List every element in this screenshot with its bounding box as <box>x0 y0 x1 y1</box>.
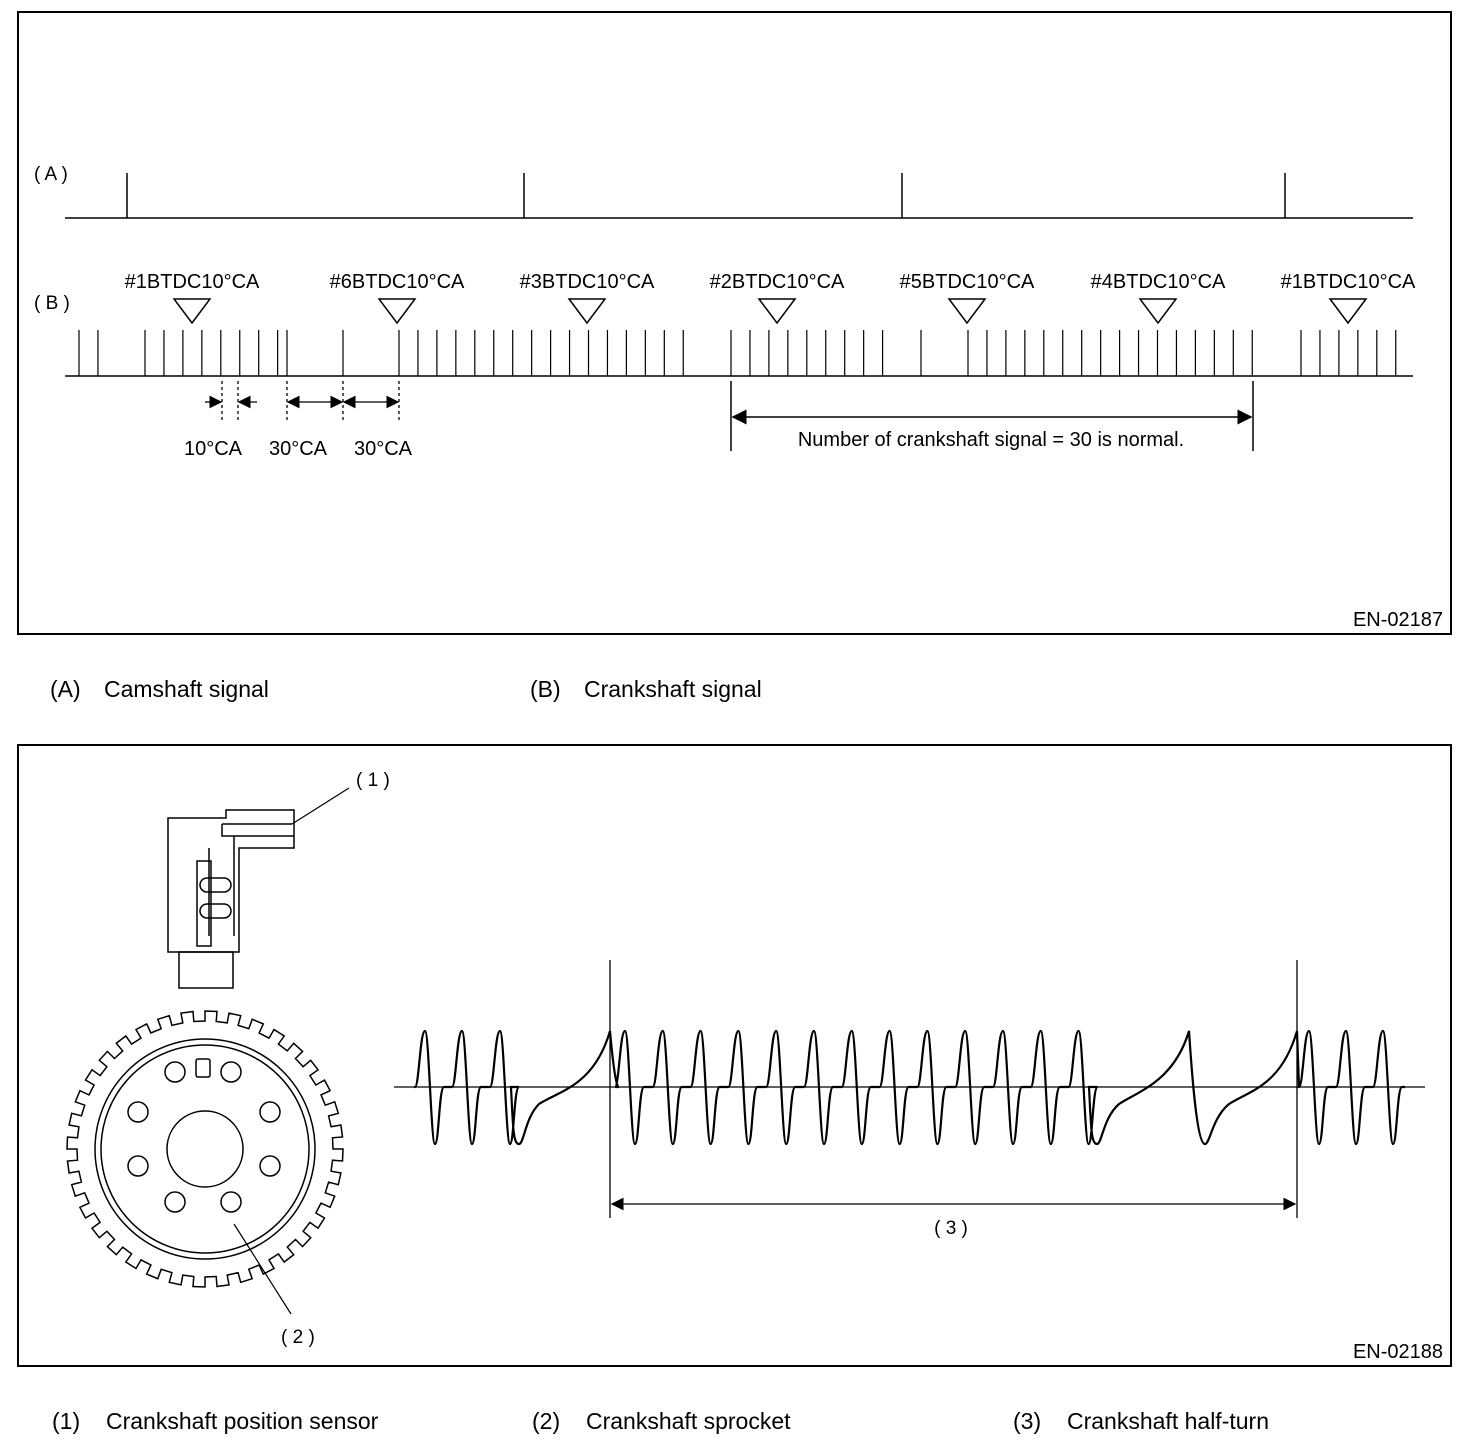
crankshaft-pulses <box>78 330 1397 376</box>
figure-code: EN-02188 <box>1353 1341 1443 1363</box>
tdc-marker-6 <box>1138 298 1178 325</box>
tdc-marker-5 <box>947 298 987 325</box>
legend-text: Camshaft signal <box>104 676 269 702</box>
tdc-marker-2 <box>377 298 417 325</box>
angle-label-30a: 30°CA <box>269 438 328 460</box>
crankshaft-waveform <box>413 1029 1405 1146</box>
tdc-marker-7 <box>1328 298 1368 325</box>
crankshaft-sprocket <box>66 1010 344 1288</box>
tdc-marker-3 <box>567 298 607 325</box>
camshaft-pulses <box>126 173 1286 218</box>
sensor-waveform-figure: ( 1 ) ( 2 ) ( 3 ) EN-02188 <box>17 744 1452 1367</box>
legend-item-3: (3) Crankshaft half-turn <box>1013 1408 1269 1435</box>
legend-text: Crankshaft signal <box>584 676 762 702</box>
crankshaft-position-sensor <box>167 809 295 989</box>
legend-text: Crankshaft sprocket <box>586 1408 791 1434</box>
signal-timing-figure: ( A ) ( B ) #1BTDC10°CA #6BTDC10°CA #3BT… <box>17 11 1452 635</box>
tdc-label-7: #1BTDC10°CA <box>1281 271 1416 293</box>
callout-1-leader <box>291 787 350 825</box>
tdc-marker-1 <box>172 298 212 325</box>
tdc-marker-4 <box>757 298 797 325</box>
row-a-label: ( A ) <box>34 164 68 185</box>
tdc-label-1: #1BTDC10°CA <box>125 271 260 293</box>
count-span <box>730 381 1254 451</box>
count-note: Number of crankshaft signal = 30 is norm… <box>798 429 1184 451</box>
tdc-label-4: #2BTDC10°CA <box>710 271 845 293</box>
legend-code: (3) <box>1013 1408 1042 1434</box>
sensor-waveform-diagram: ( 1 ) ( 2 ) ( 3 ) EN-02188 <box>66 770 1443 1363</box>
tdc-label-6: #4BTDC10°CA <box>1091 271 1226 293</box>
angle-label-30b: 30°CA <box>354 438 413 460</box>
figure-code: EN-02187 <box>1353 609 1443 631</box>
legend-item-1: (1) Crankshaft position sensor <box>52 1408 378 1435</box>
angle-label-10: 10°CA <box>184 438 243 460</box>
angle-dimensions <box>205 381 400 423</box>
callout-2-leader <box>233 1223 292 1315</box>
legend-code: (B) <box>530 676 561 702</box>
legend-item-a: (A) Camshaft signal <box>50 676 269 703</box>
signal-timing-diagram: ( A ) ( B ) #1BTDC10°CA #6BTDC10°CA #3BT… <box>34 164 1443 631</box>
tdc-label-3: #3BTDC10°CA <box>520 271 655 293</box>
legend-code: (A) <box>50 676 81 702</box>
legend-code: (2) <box>532 1408 561 1434</box>
tdc-label-2: #6BTDC10°CA <box>330 271 465 293</box>
callout-2: ( 2 ) <box>281 1327 315 1348</box>
legend-text: Crankshaft position sensor <box>106 1408 379 1434</box>
legend-text: Crankshaft half-turn <box>1067 1408 1269 1434</box>
callout-3: ( 3 ) <box>934 1218 968 1239</box>
tdc-label-5: #5BTDC10°CA <box>900 271 1035 293</box>
legend-code: (1) <box>52 1408 81 1434</box>
callout-1: ( 1 ) <box>356 770 390 791</box>
legend-item-b: (B) Crankshaft signal <box>530 676 762 703</box>
row-b-label: ( B ) <box>34 293 70 314</box>
legend-item-2: (2) Crankshaft sprocket <box>532 1408 791 1435</box>
